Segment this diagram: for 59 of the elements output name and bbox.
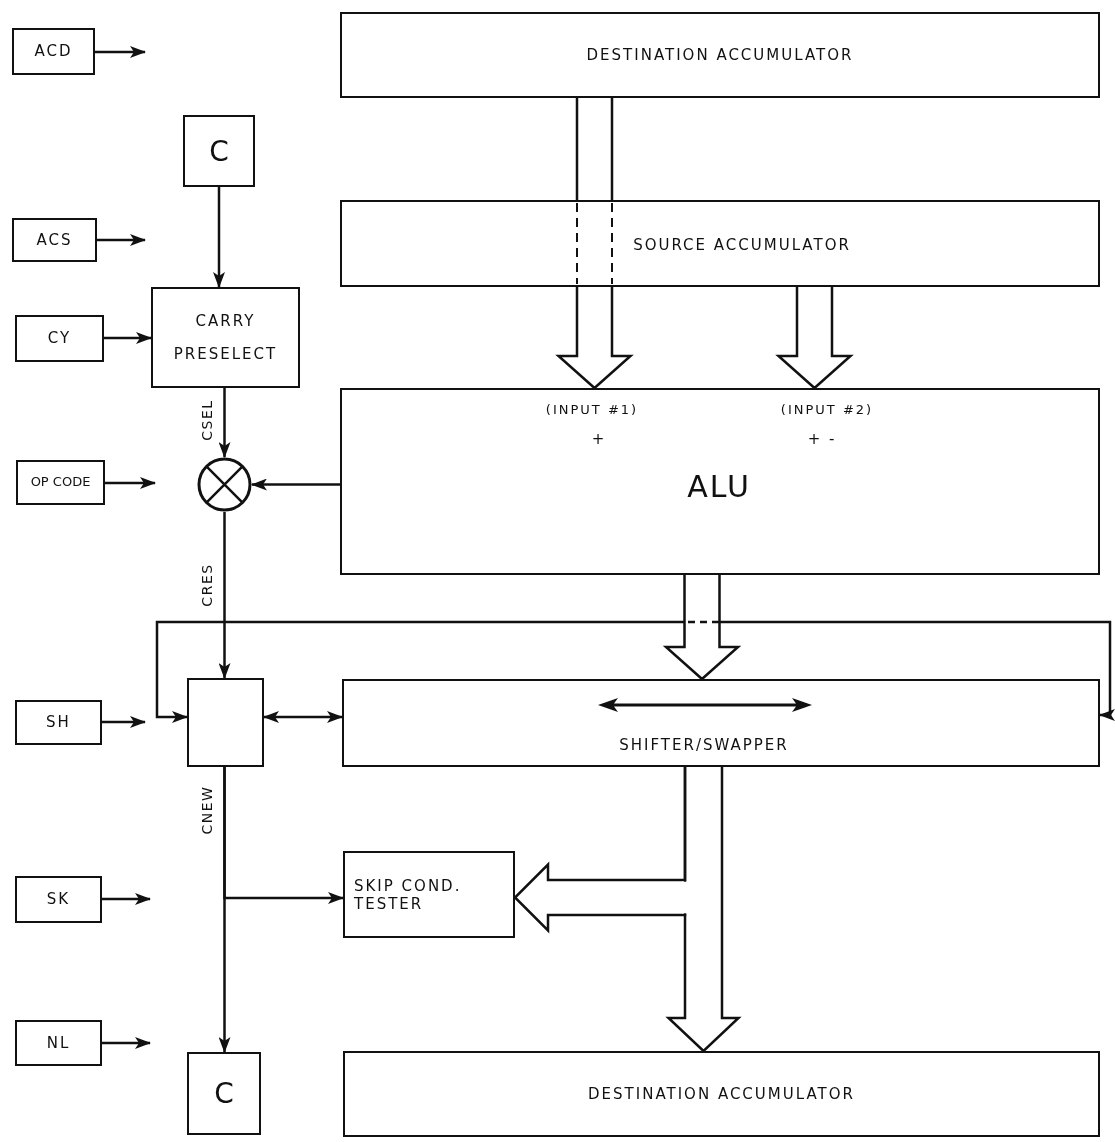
node-label: +: [591, 429, 607, 449]
node-label: C: [209, 133, 229, 169]
node-label: + -: [807, 429, 837, 449]
process-box: [151, 287, 300, 388]
register-box: [343, 1051, 1100, 1137]
arrow: [155, 620, 1115, 723]
block-title: ALU: [687, 468, 751, 506]
signal-arrow: [102, 716, 146, 728]
node-label: DESTINATION ACCUMULATOR: [588, 1084, 855, 1104]
signal-arrow: [105, 477, 156, 489]
signal-arrow: [102, 893, 151, 905]
bus-arrow: [665, 765, 742, 1053]
arrow: [251, 478, 340, 491]
edge-label: CNEW: [199, 784, 215, 836]
node-label: CY: [47, 329, 72, 348]
node-label: CARRY PRESELECT: [172, 310, 279, 365]
signal-arrow: [95, 46, 146, 58]
signal-arrow: [102, 1037, 151, 1049]
arrow: [104, 332, 152, 344]
arrow: [223, 767, 344, 904]
node-label: C: [214, 1076, 234, 1111]
signal-box: [15, 876, 102, 923]
node-label: SH: [46, 713, 71, 732]
node-label: DESTINATION ACCUMULATOR: [586, 45, 854, 65]
bus-arrow: [662, 573, 742, 681]
arrow: [218, 512, 231, 679]
node-label: SK: [46, 890, 71, 909]
alu-box: [340, 388, 1100, 575]
mixer-circle: [197, 457, 252, 512]
edge-label: CSEL: [199, 398, 215, 442]
bus-arrow: [513, 765, 687, 934]
carry-logic-box: [187, 678, 264, 767]
register-box: [340, 200, 1100, 287]
process-box: [343, 851, 515, 938]
register-box: [340, 12, 1100, 98]
signal-box: [12, 218, 97, 262]
node-label: (INPUT #2): [780, 401, 874, 419]
signal-box: [16, 460, 105, 505]
bus-arrow: [775, 285, 854, 390]
shifter-box: [342, 679, 1100, 767]
node-label: (INPUT #1): [545, 401, 639, 419]
arrow: [218, 388, 231, 458]
node-label: ACD: [34, 42, 73, 61]
node-label: SOURCE ACCUMULATOR: [633, 235, 851, 255]
node-label: ACS: [36, 230, 73, 250]
signal-box: [15, 1020, 102, 1066]
node-label: SHIFTER/SWAPPER: [619, 735, 789, 755]
signal-arrow: [97, 234, 146, 246]
carry-box: [183, 115, 255, 187]
carry-box: [187, 1052, 261, 1135]
node-label: SKIP COND. TESTER: [354, 876, 463, 913]
edge-label: CRES: [199, 562, 215, 608]
signal-box: [15, 700, 102, 745]
arrow: [213, 187, 225, 288]
signal-box: [12, 28, 95, 75]
node-label: NL: [46, 1033, 71, 1053]
signal-box: [15, 315, 104, 362]
node-label: OP CODE: [30, 474, 91, 491]
arrow: [263, 711, 343, 723]
